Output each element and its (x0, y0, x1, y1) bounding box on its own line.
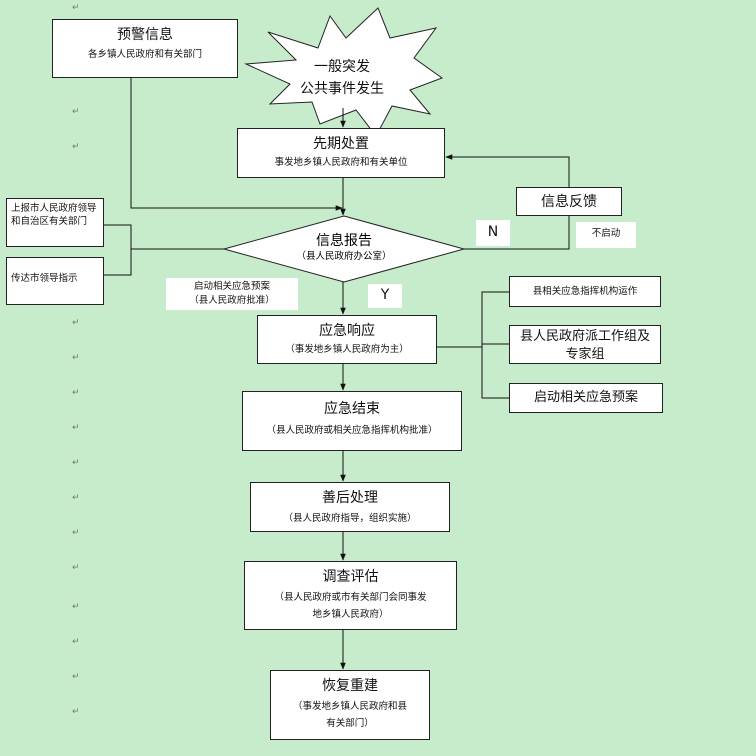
relay-instructions-box: 传达市领导指示 (6, 257, 104, 305)
rebuild-sub-1: （事发地乡镇人民政府和县 (292, 701, 407, 712)
investigation-sub-2: 地乡镇人民政府） (312, 609, 389, 620)
y-label: Y (368, 284, 402, 308)
emergency-response-title: 应急响应 (319, 323, 375, 339)
paragraph-mark: ↵ (72, 3, 80, 13)
info-report-title: 信息报告 (316, 233, 372, 249)
info-report-text: 信息报告 （县人民政府办公室） (264, 232, 424, 264)
emergency-response-box: 应急响应 （事发地乡镇人民政府为主） (257, 315, 437, 364)
event-text: 一般突发 公共事件发生 (286, 56, 398, 100)
investigation-sub-1: （县人民政府或市有关部门会同事发 (274, 592, 427, 603)
rebuild-title: 恢复重建 (322, 678, 378, 694)
event-line-1: 一般突发 (314, 59, 370, 75)
command-agency-box: 县相关应急指挥机构运作 (509, 276, 661, 307)
start-plan-text: 启动相关应急预案 (533, 390, 638, 405)
work-team-line-1: 县人民政府派工作组及 (519, 329, 650, 344)
report-diamond (222, 215, 466, 283)
aftermath-box: 善后处理 （县人民政府指导，组织实施） (250, 482, 450, 532)
first-response-sub: 事发地乡镇人民政府和有关单位 (274, 157, 408, 168)
start-plan-label: 启动相关应急预案 （县人民政府批准） (166, 278, 298, 310)
warning-info-title: 预警信息 (117, 27, 173, 43)
first-response-box: 先期处置 事发地乡镇人民政府和有关单位 (237, 128, 445, 178)
start-plan-line-1: 启动相关应急预案 (193, 281, 270, 292)
paragraph-mark: ↵ (72, 458, 80, 468)
paragraph-mark: ↵ (72, 672, 80, 682)
paragraph-mark: ↵ (72, 318, 80, 328)
paragraph-mark: ↵ (72, 493, 80, 503)
work-team-line-2: 专家组 (565, 347, 605, 362)
start-plan-box: 启动相关应急预案 (509, 383, 663, 413)
rebuild-box: 恢复重建 （事发地乡镇人民政府和县 有关部门） (270, 670, 430, 740)
work-team-box: 县人民政府派工作组及 专家组 (509, 325, 661, 364)
info-feedback-title: 信息反馈 (541, 194, 597, 210)
paragraph-mark: ↵ (72, 353, 80, 363)
first-response-title: 先期处置 (313, 136, 369, 152)
paragraph-mark: ↵ (72, 388, 80, 398)
warning-info-box: 预警信息 各乡镇人民政府和有关部门 (52, 19, 238, 78)
report-up-box: 上报市人民政府领导和自治区有关部门 (6, 198, 104, 247)
paragraph-mark: ↵ (72, 637, 80, 647)
paragraph-mark: ↵ (72, 142, 80, 152)
start-plan-line-2: （县人民政府批准） (189, 295, 275, 306)
paragraph-mark: ↵ (72, 107, 80, 117)
paragraph-mark: ↵ (72, 528, 80, 538)
event-line-2: 公共事件发生 (300, 81, 384, 97)
paragraph-mark: ↵ (72, 563, 80, 573)
no-start-label: 不启动 (576, 222, 636, 248)
n-label: N (476, 220, 510, 246)
paragraph-mark: ↵ (72, 423, 80, 433)
event-starburst (244, 7, 444, 137)
command-agency-text: 县相关应急指挥机构运作 (532, 286, 638, 297)
rebuild-sub-2: 有关部门） (326, 718, 374, 729)
emergency-end-title: 应急结束 (324, 401, 380, 417)
emergency-end-sub: （县人民政府或相关应急指挥机构批准） (266, 425, 438, 436)
info-feedback-box: 信息反馈 (516, 187, 622, 216)
investigation-title: 调查评估 (322, 569, 379, 585)
aftermath-sub: （县人民政府指导，组织实施） (283, 513, 417, 524)
relay-instructions-text: 传达市领导指示 (11, 273, 78, 284)
paragraph-mark: ↵ (72, 707, 80, 717)
investigation-box: 调查评估 （县人民政府或市有关部门会同事发 地乡镇人民政府） (244, 561, 457, 630)
emergency-end-box: 应急结束 （县人民政府或相关应急指挥机构批准） (242, 391, 462, 451)
emergency-response-sub: （事发地乡镇人民政府为主） (285, 344, 409, 355)
warning-info-sub: 各乡镇人民政府和有关部门 (87, 49, 202, 60)
aftermath-title: 善后处理 (322, 490, 378, 506)
info-report-sub: （县人民政府办公室） (296, 251, 392, 262)
report-up-text: 上报市人民政府领导和自治区有关部门 (11, 203, 97, 227)
paragraph-mark: ↵ (72, 602, 80, 612)
